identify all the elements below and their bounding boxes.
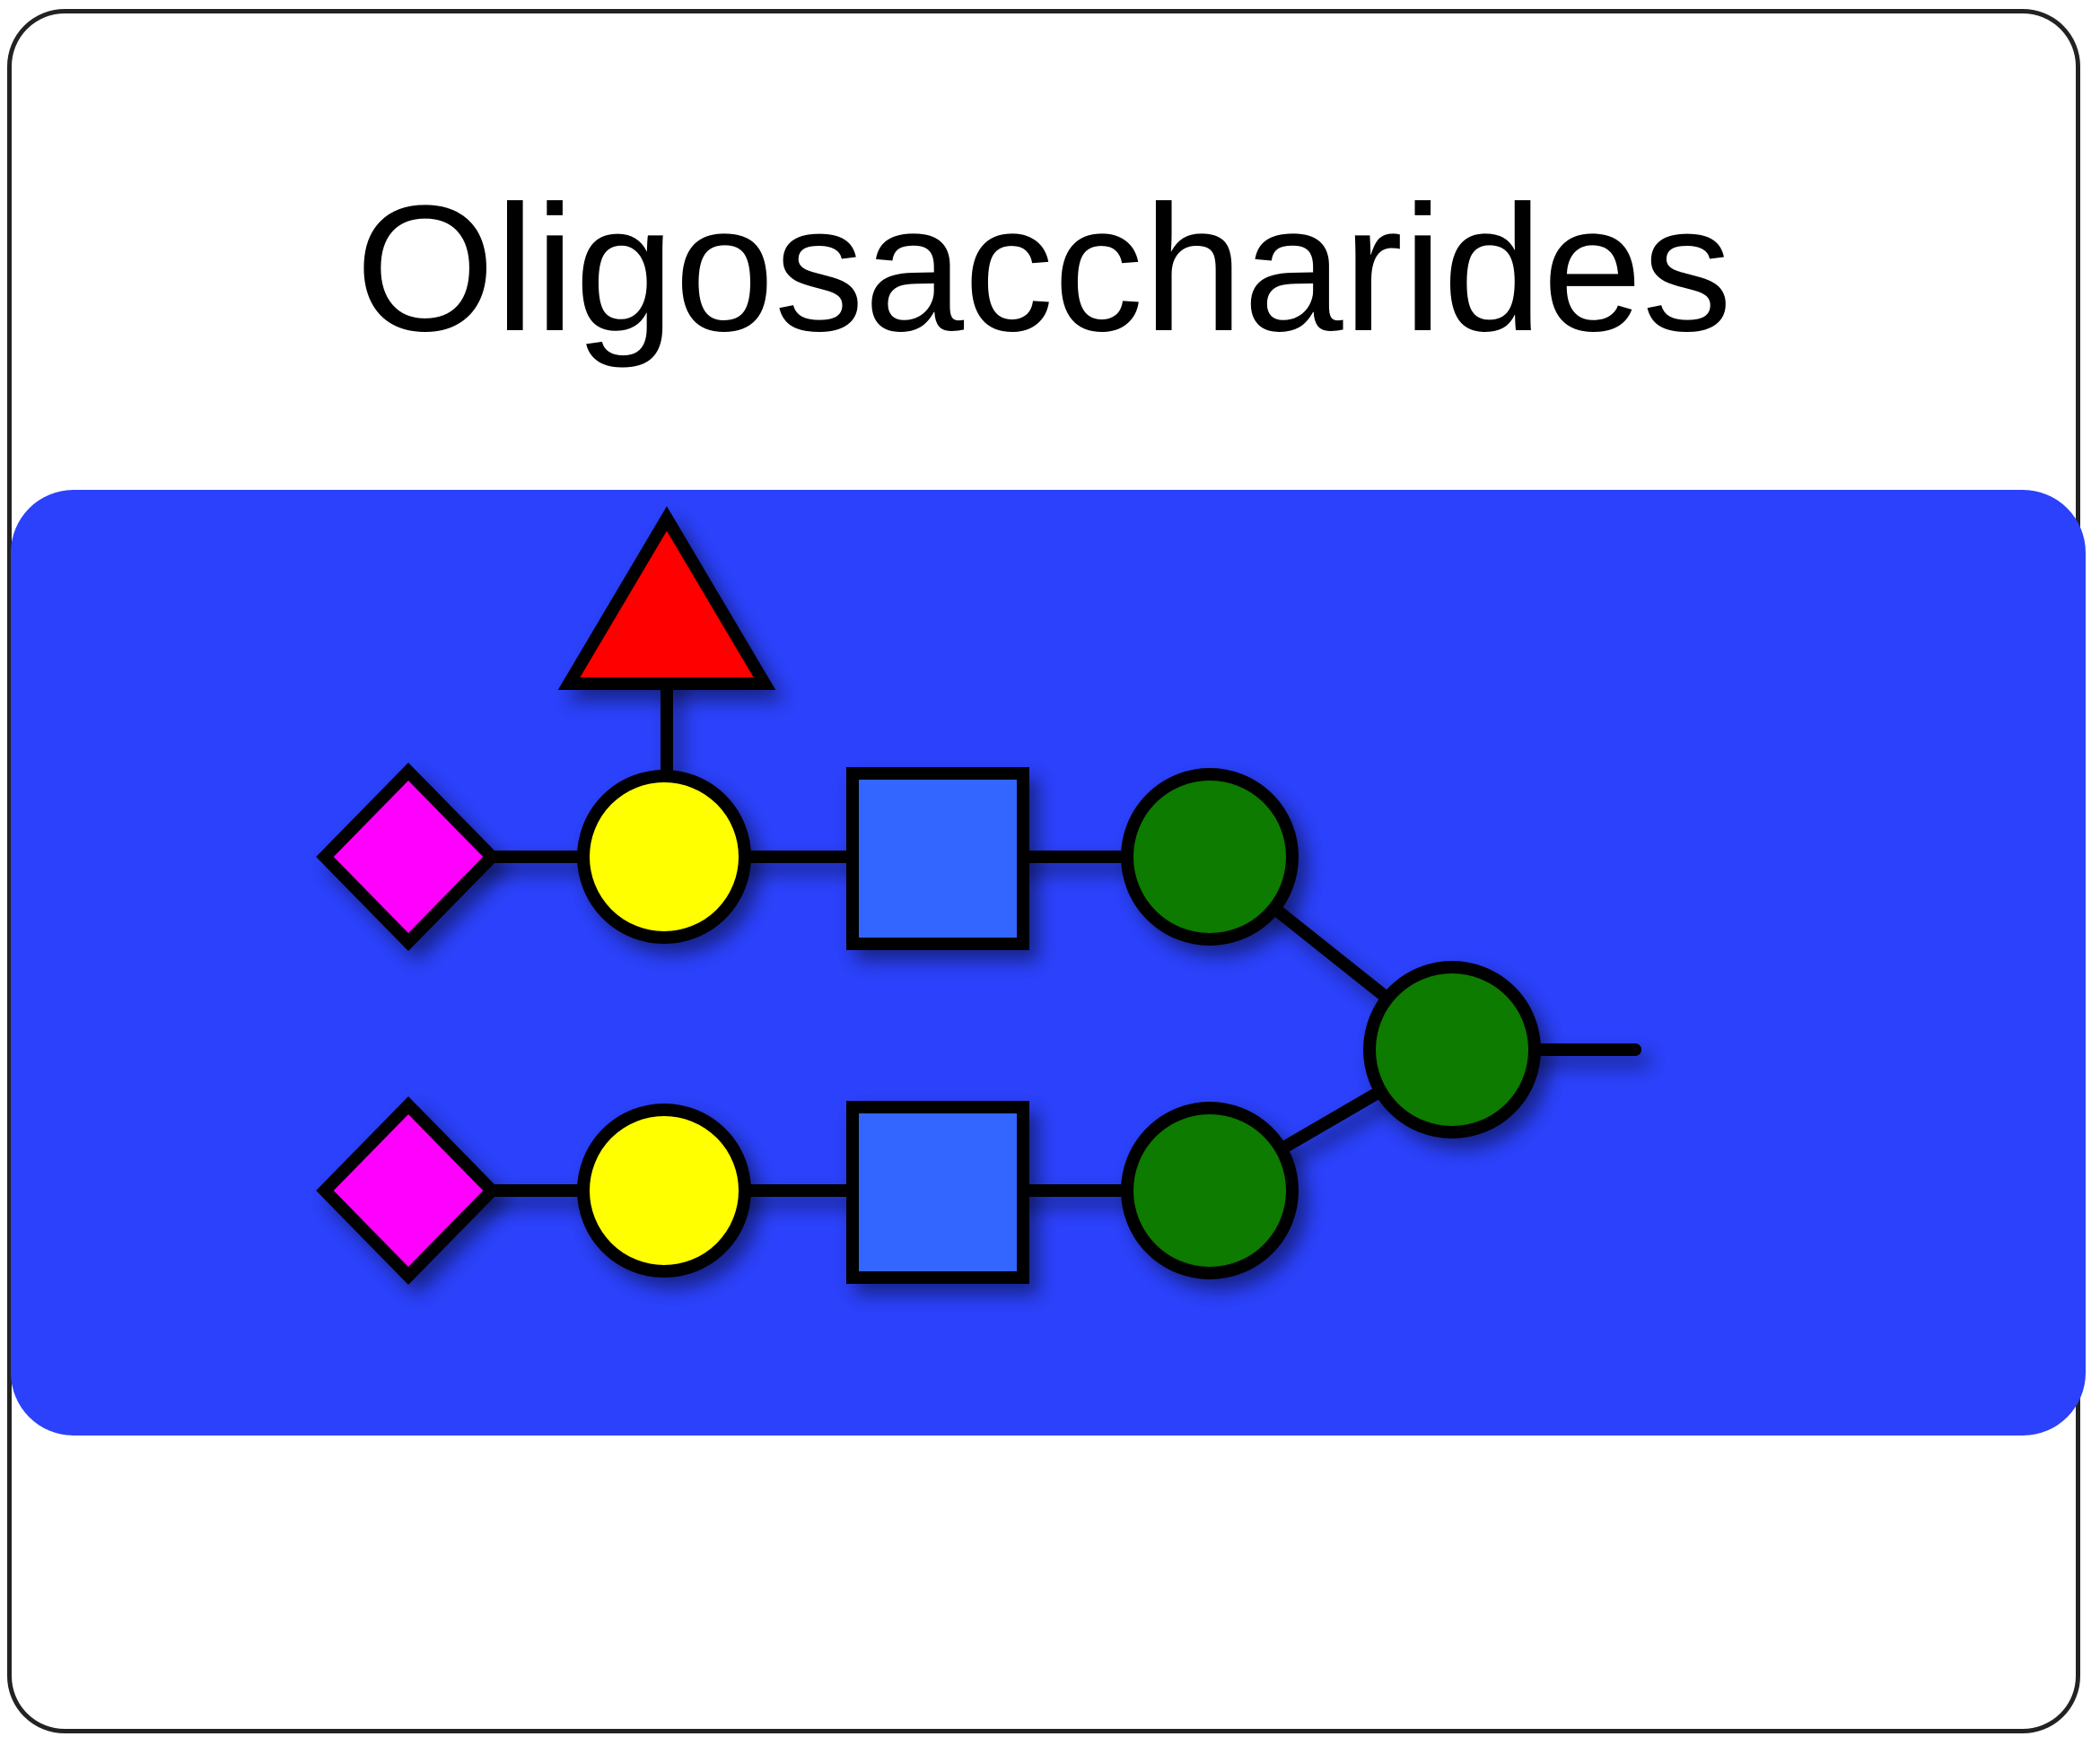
- glcnac-square-upper: [846, 767, 1029, 950]
- galactose-circle-lower: [577, 1104, 751, 1278]
- sialic-acid-diamond-upper: [316, 762, 501, 952]
- galactose-circle-upper: [577, 770, 751, 944]
- mannose-circle-core: [1363, 961, 1541, 1139]
- glcnac-square-lower: [846, 1101, 1029, 1284]
- mannose-circle-upper: [1121, 768, 1299, 946]
- mannose-circle-lower: [1121, 1102, 1299, 1279]
- fucose-triangle: [557, 506, 776, 690]
- card-title: Oligosaccharides: [354, 169, 1733, 369]
- glycan-background-band: [11, 490, 2086, 1435]
- sialic-acid-diamond-lower: [316, 1095, 501, 1286]
- glycan-residues: [316, 506, 1541, 1286]
